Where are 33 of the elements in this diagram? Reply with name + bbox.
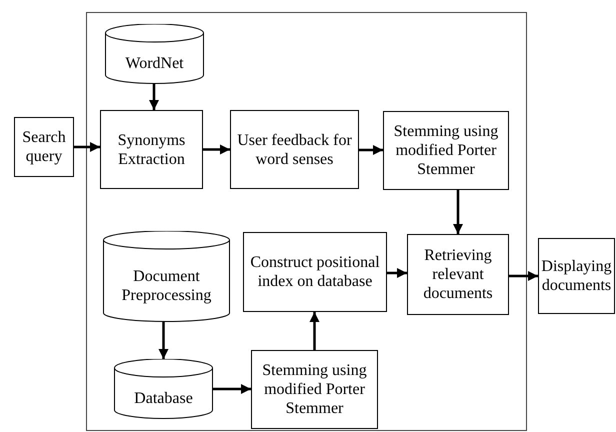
node-label: Stemming using modified Porter Stemmer	[392, 122, 500, 179]
database-cylinder	[105, 24, 204, 84]
node-label: Retrieving relevant documents	[422, 246, 494, 303]
node-label: Synonyms Extraction	[116, 130, 186, 168]
arrow	[158, 322, 168, 359]
process-box	[100, 110, 203, 189]
arrow	[509, 271, 538, 281]
node-label: User feedback for word senses	[236, 130, 353, 168]
arrow	[359, 145, 383, 155]
arrow	[387, 268, 407, 278]
node-label: Stemming using modified Porter Stemmer	[261, 361, 368, 418]
node-label: Displaying documents	[540, 257, 613, 295]
node-label: Search query	[21, 128, 67, 166]
database-cylinder	[103, 231, 230, 322]
node-label: Construct positional index on database	[249, 253, 381, 291]
system-boundary-box	[86, 12, 527, 431]
arrow	[213, 384, 251, 394]
arrow	[310, 312, 320, 350]
node-label: Database	[133, 388, 194, 408]
arrow	[74, 142, 100, 152]
arrow	[149, 84, 159, 110]
process-box	[251, 350, 378, 429]
arrow	[203, 144, 230, 154]
process-box	[383, 111, 509, 190]
database-cylinder	[114, 359, 213, 419]
output-box	[538, 238, 615, 314]
process-box	[230, 110, 359, 189]
node-label: Document Preprocessing	[120, 266, 212, 304]
process-box	[243, 232, 387, 312]
arrow	[453, 190, 463, 234]
process-box	[407, 234, 509, 315]
node-label: WordNet	[124, 54, 185, 72]
query-box	[14, 117, 74, 177]
